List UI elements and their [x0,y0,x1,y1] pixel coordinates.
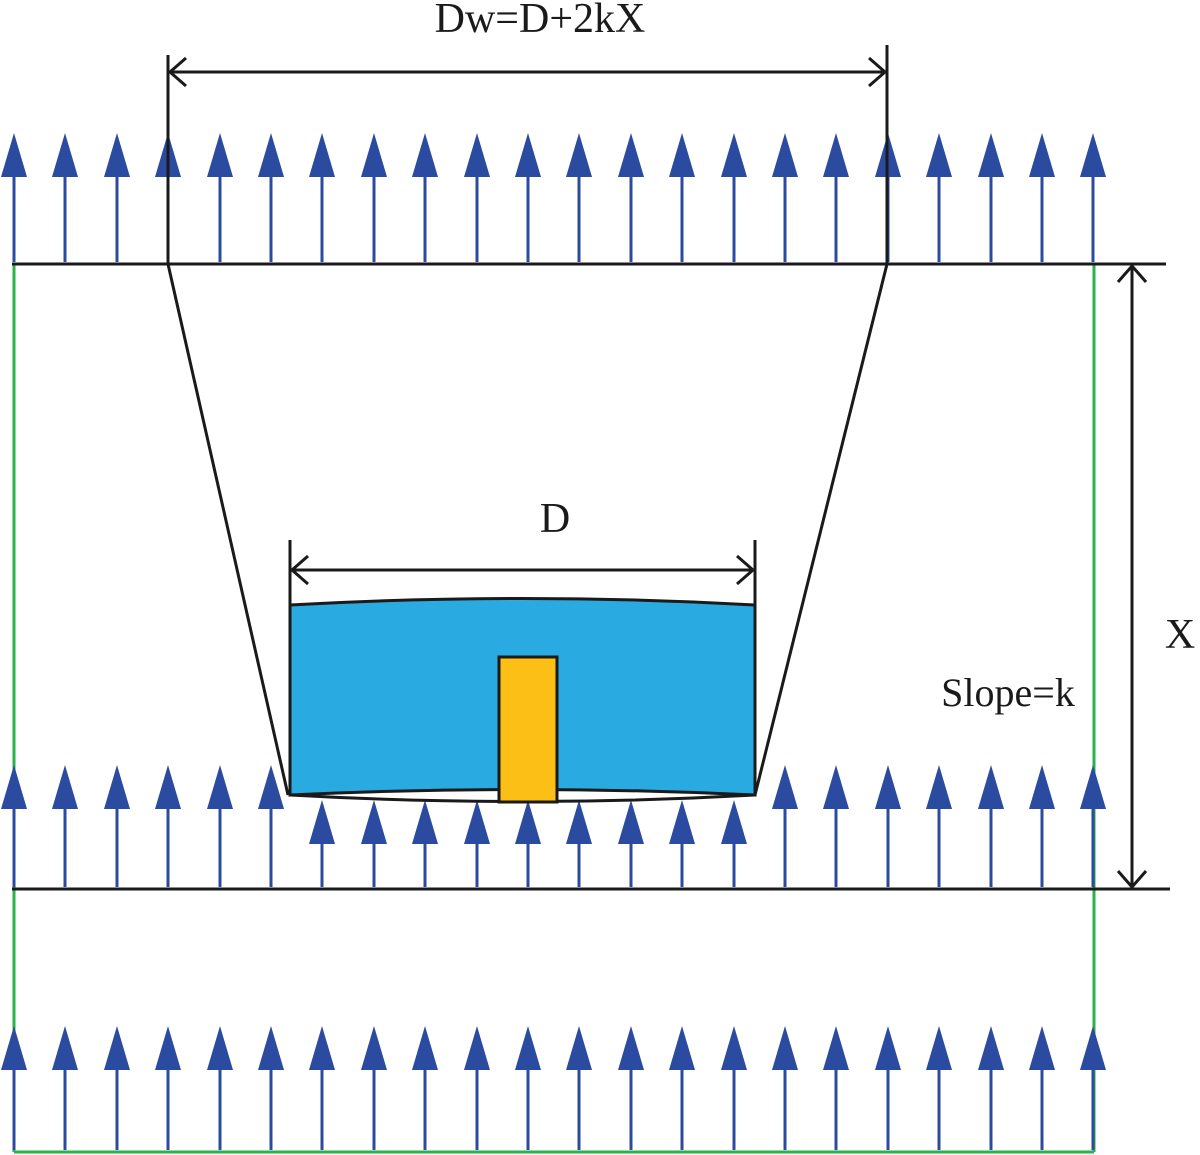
up-arrow-icon [309,133,335,262]
arrowhead-left-icon [289,554,309,586]
arrowhead-right-icon [868,56,888,88]
up-arrow-icon [155,1026,181,1150]
up-arrow-icon [258,133,284,262]
up-arrow-icon [669,1026,695,1150]
up-arrow-icon [1080,133,1106,262]
up-arrow-icon [875,1026,901,1150]
wake-width-dimension [167,56,888,88]
up-arrow-icon [823,133,849,262]
up-arrow-icon [721,1026,747,1150]
up-arrow-icon [412,133,438,262]
up-arrow-icon [978,765,1004,887]
up-arrow-icon [669,133,695,262]
up-arrow-icon [926,765,952,887]
up-arrow-icon [515,133,541,262]
up-arrow-icon [978,133,1004,262]
hub-tower [497,655,559,804]
arrowhead-top-icon [1116,263,1148,283]
up-arrow-icon [155,765,181,887]
up-arrow-icon [309,800,335,887]
up-arrow-icon [207,133,233,262]
arrowhead-bottom-icon [1116,870,1148,890]
up-arrow-icon [515,1026,541,1150]
up-arrow-icon [464,1026,490,1150]
up-arrow-icon [258,765,284,887]
distance-dimension [1116,263,1148,890]
rotor-diameter-label: D [540,496,570,542]
up-arrow-icon [258,1026,284,1150]
up-arrow-icon [772,1026,798,1150]
up-arrow-icon [1029,1026,1055,1150]
up-arrow-icon [566,133,592,262]
slope-label: Slope=k [941,670,1075,715]
up-arrow-icon [1,133,27,262]
up-arrow-icon [618,800,644,887]
arrowhead-left-icon [167,56,187,88]
up-arrow-icon [823,1026,849,1150]
up-arrow-icon [823,765,849,887]
arrowhead-right-icon [736,554,756,586]
up-arrow-icon [464,133,490,262]
up-arrow-icon [52,133,78,262]
wake-boundary [166,45,889,796]
up-arrow-icon [361,133,387,262]
up-arrow-icon [721,800,747,887]
up-arrow-icon [1029,765,1055,887]
up-arrow-icon [104,133,130,262]
up-arrow-icon [721,133,747,262]
up-arrow-icon [566,1026,592,1150]
up-arrow-icon [1,1026,27,1150]
up-arrow-icon [207,1026,233,1150]
up-arrow-icon [772,765,798,887]
rotor [288,597,757,804]
wake-right-edge [753,263,889,796]
wake-width-label: Dw=D+2kX [435,0,646,42]
reference-lines [12,262,1170,891]
wind-arrows [1,133,1106,1150]
boundary-lines [12,264,1096,1154]
rotor-diameter-dimension [288,540,757,605]
up-arrow-icon [412,800,438,887]
up-arrow-icon [618,1026,644,1150]
up-arrow-icon [1080,1026,1106,1150]
up-arrow-icon [618,133,644,262]
up-arrow-icon [1029,133,1055,262]
up-arrow-icon [207,765,233,887]
up-arrow-icon [926,133,952,262]
up-arrow-icon [104,1026,130,1150]
up-arrow-icon [309,1026,335,1150]
up-arrow-icon [52,765,78,887]
up-arrow-icon [978,1026,1004,1150]
up-arrow-icon [361,1026,387,1150]
up-arrow-icon [1080,765,1106,887]
up-arrow-icon [1,765,27,887]
up-arrow-icon [515,800,541,887]
up-arrow-icon [669,800,695,887]
up-arrow-icon [926,1026,952,1150]
distance-label: X [1165,612,1195,658]
up-arrow-icon [772,133,798,262]
up-arrow-icon [52,1026,78,1150]
up-arrow-icon [566,800,592,887]
up-arrow-icon [412,1026,438,1150]
up-arrow-icon [464,800,490,887]
up-arrow-icon [875,765,901,887]
wake-left-edge [166,263,290,796]
up-arrow-icon [361,800,387,887]
up-arrow-icon [104,765,130,887]
